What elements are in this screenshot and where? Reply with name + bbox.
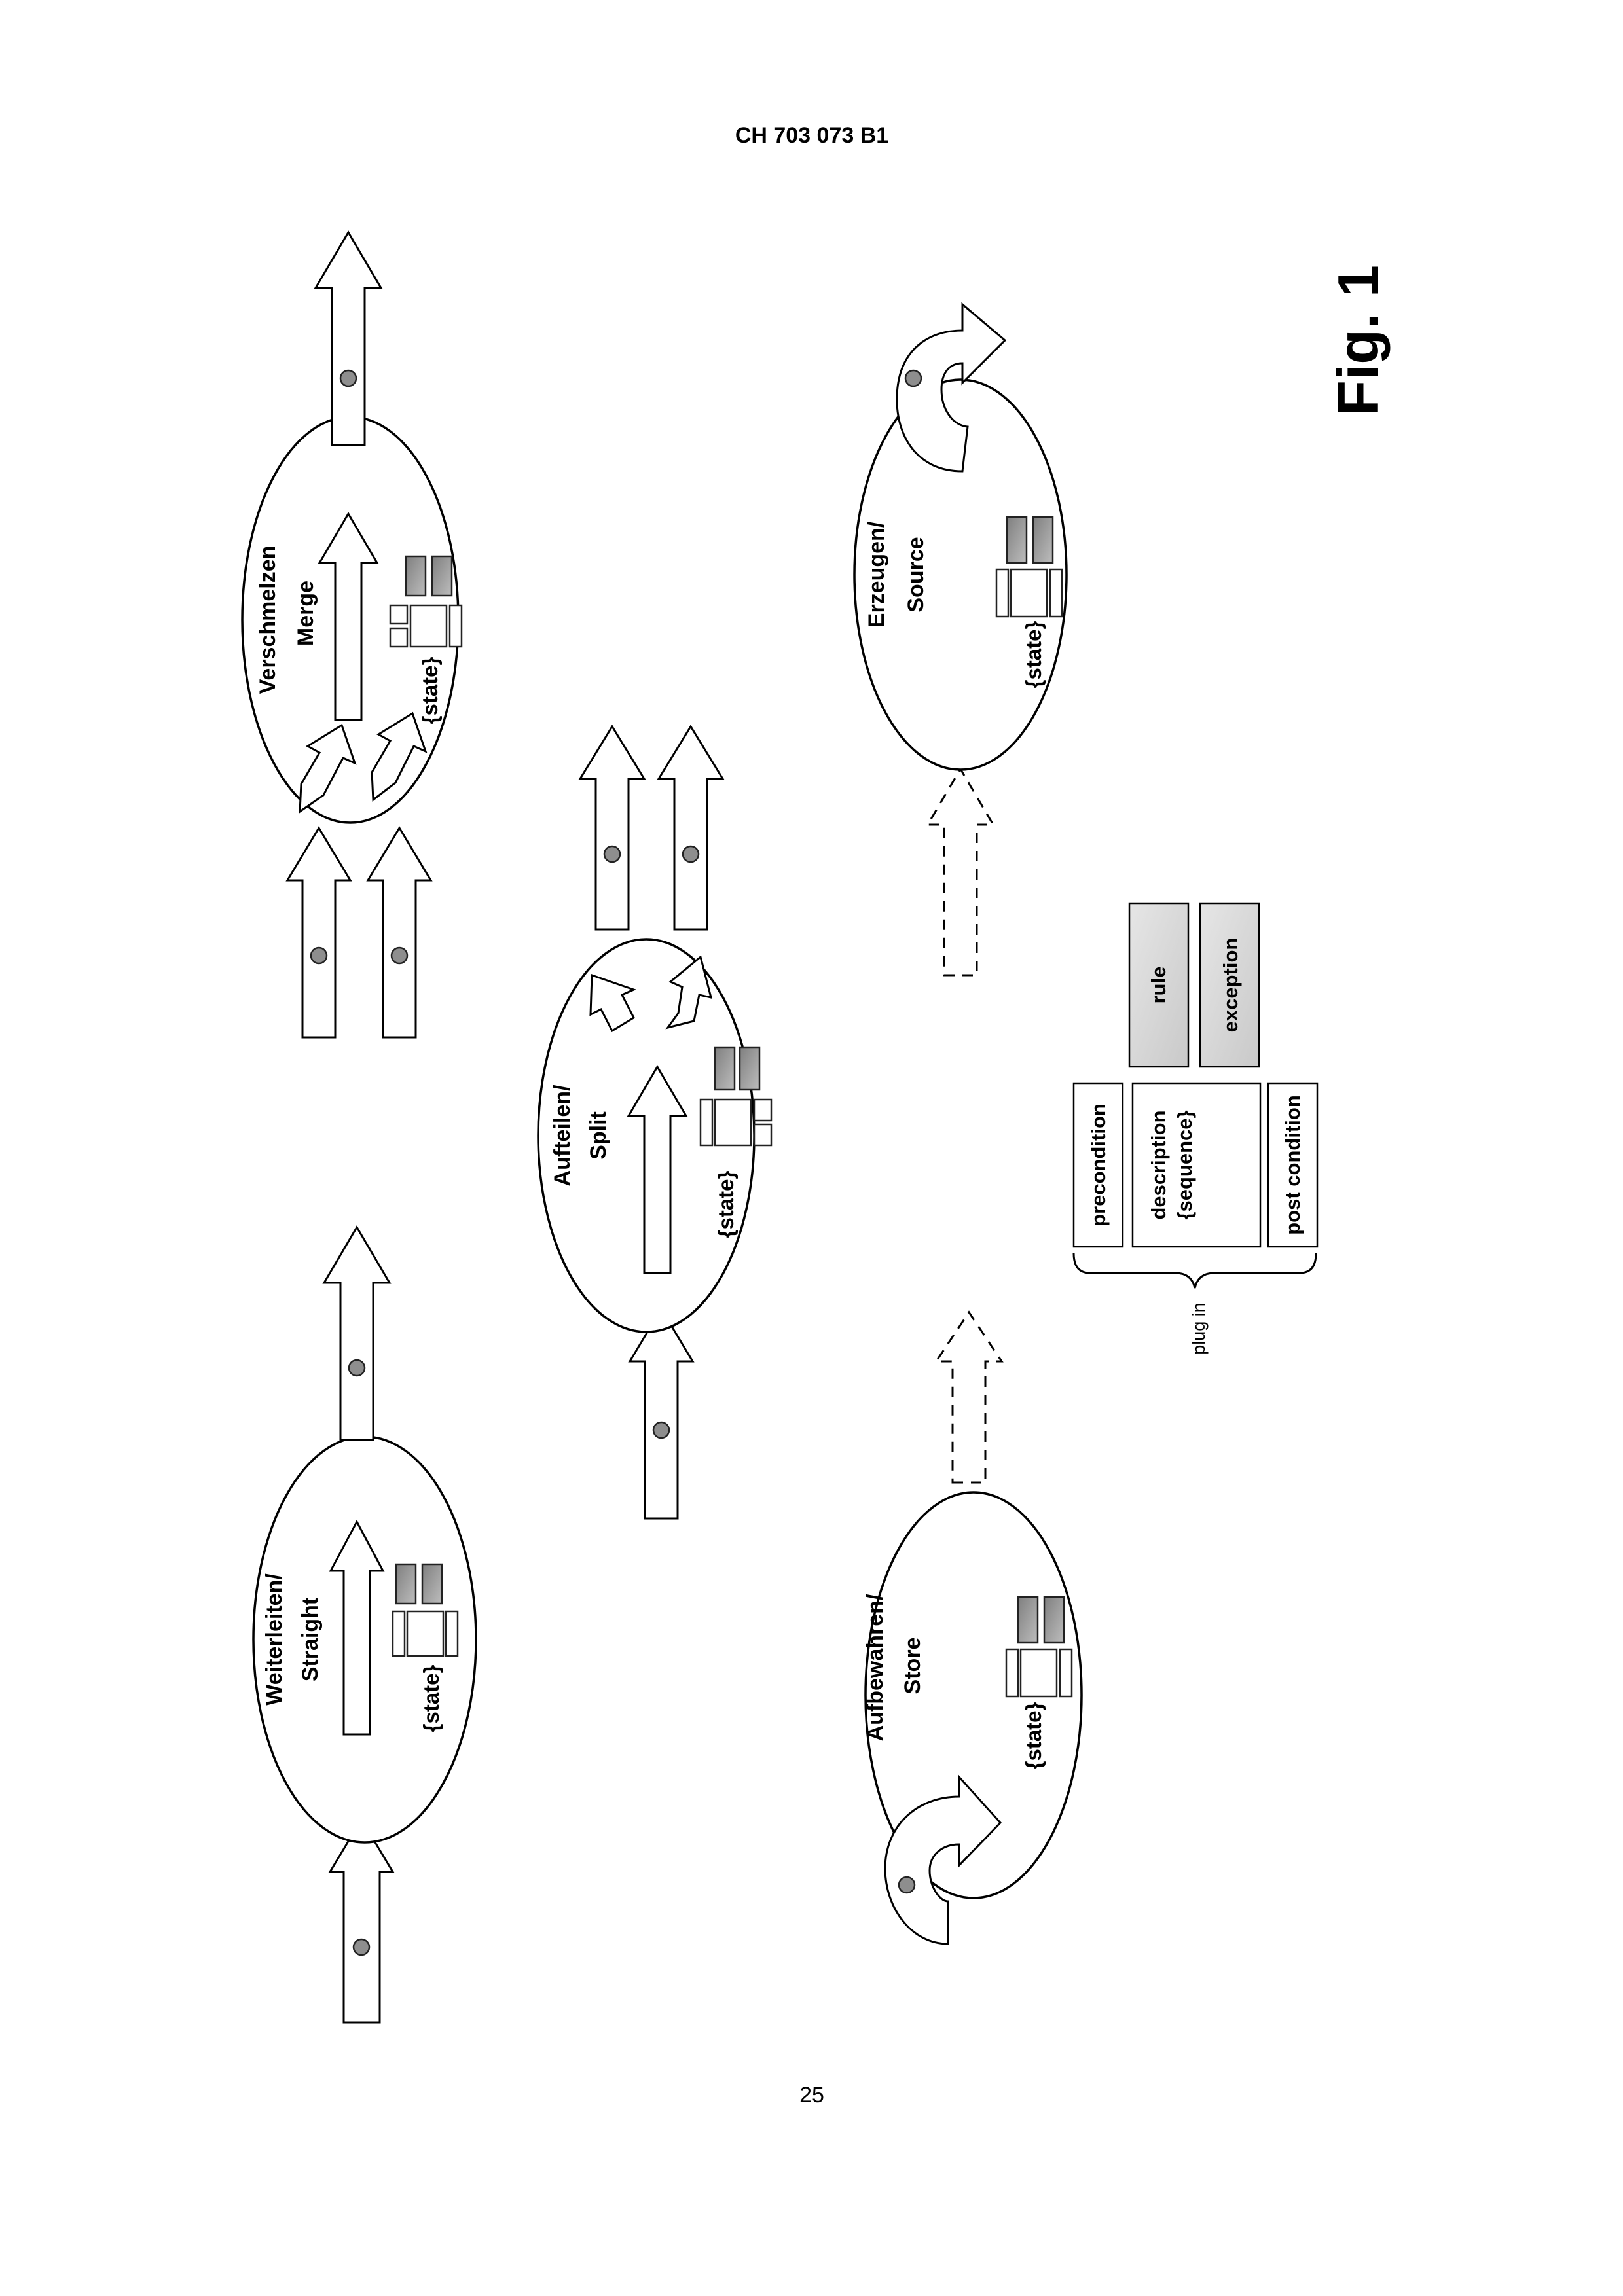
figure-title: Fig. 1	[1326, 265, 1391, 416]
straight-label-en: Straight	[298, 1598, 323, 1681]
straight-output-token	[349, 1360, 365, 1376]
straight-state: {state}	[419, 1664, 443, 1732]
merge-state: {state}	[418, 656, 442, 724]
straight-label-de: Weiterleiten/	[262, 1573, 287, 1706]
description-sequence-label: {sequence}	[1173, 1110, 1196, 1219]
split-state: {state}	[714, 1170, 738, 1238]
store-to-source-dashed-arrow	[936, 1312, 1002, 1482]
description-label: description	[1147, 1110, 1170, 1219]
source-label-en: Source	[903, 537, 928, 612]
split-input-token	[653, 1422, 669, 1438]
split-output-token-2	[683, 846, 699, 862]
plugin-brace-label: plug in	[1189, 1302, 1209, 1355]
rule-label: rule	[1147, 967, 1170, 1004]
split-output-token-1	[604, 846, 620, 862]
merge-label-de: Verschmelzen	[255, 546, 280, 694]
merge-input-arrow-1	[287, 828, 350, 1037]
merge-input-arrow-2	[368, 828, 431, 1037]
store-node: Aufbewahren/ Store {state}	[863, 1312, 1082, 1944]
precondition-label: precondition	[1087, 1103, 1110, 1227]
split-label-de: Aufteilen/	[550, 1085, 575, 1186]
merge-label-en: Merge	[293, 581, 318, 646]
source-node: Erzeugen/ Source {state}	[854, 304, 1067, 975]
source-label-de: Erzeugen/	[864, 521, 889, 628]
merge-input-token-2	[392, 948, 407, 963]
source-state: {state}	[1021, 620, 1046, 688]
document-id: CH 703 073 B1	[735, 123, 888, 148]
store-state: {state}	[1021, 1702, 1046, 1769]
split-output-arrow-1	[580, 726, 644, 929]
merge-output-token	[340, 370, 356, 386]
merge-output-arrow	[316, 232, 381, 445]
split-output-arrow-2	[659, 726, 723, 929]
straight-input-arrow	[330, 1820, 393, 2022]
store-label-de: Aufbewahren/	[863, 1594, 888, 1741]
into-source-dashed-arrow	[928, 769, 993, 975]
plugin-brace	[1074, 1253, 1316, 1288]
store-token	[899, 1877, 915, 1893]
straight-input-token	[354, 1939, 369, 1955]
store-label-en: Store	[900, 1638, 925, 1695]
source-token	[905, 370, 921, 386]
split-label-en: Split	[586, 1111, 611, 1160]
merge-input-token-1	[311, 948, 327, 963]
merge-node: Verschmelzen Merge {state}	[242, 232, 462, 1037]
page-number: 25	[799, 2083, 824, 2108]
plugin-legend: rule exception precondition description …	[1074, 903, 1317, 1355]
straight-node: Weiterleiten/ Straight {state}	[253, 1227, 476, 2022]
straight-output-arrow	[324, 1227, 390, 1440]
post-condition-label: post condition	[1281, 1095, 1304, 1235]
split-input-arrow	[630, 1309, 693, 1518]
exception-label: exception	[1219, 938, 1242, 1033]
split-node: Aufteilen/ Split {state}	[538, 726, 771, 1518]
